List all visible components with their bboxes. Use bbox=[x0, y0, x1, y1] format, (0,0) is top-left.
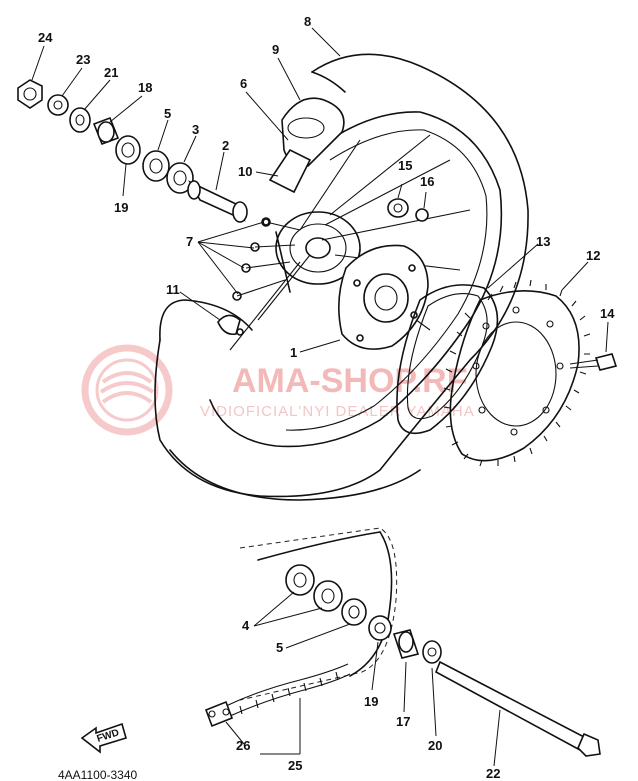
callout-1: 1 bbox=[290, 345, 297, 360]
plate-part-21 bbox=[69, 107, 91, 133]
spacer-part-18 bbox=[92, 116, 120, 146]
callout-10: 10 bbox=[238, 164, 252, 179]
callout-4: 4 bbox=[242, 618, 250, 633]
watermark-title: AMA-SHOP.RF bbox=[232, 362, 468, 400]
chain-joint-part-26 bbox=[204, 700, 234, 728]
sprocket-hub-part-1 bbox=[338, 244, 429, 350]
watermark-logo bbox=[81, 344, 173, 436]
callout-24: 24 bbox=[38, 30, 53, 45]
callouts: 24 23 21 18 5 3 2 19 6 9 8 10 7 11 1 15 … bbox=[38, 14, 615, 781]
watermark: AMA-SHOP.RF VIDIOFICIAL'NYI DEALER YAMAH… bbox=[81, 344, 475, 436]
bearing-part-5-lower bbox=[341, 598, 367, 626]
bearing-part-4a bbox=[285, 564, 315, 596]
fwd-arrow-icon: FWD bbox=[80, 722, 127, 754]
callout-6: 6 bbox=[240, 76, 247, 91]
watermark-subtitle: VIDIOFICIAL'NYI DEALER YAMAHA bbox=[200, 403, 475, 420]
collar-part-17 bbox=[392, 629, 420, 659]
callout-20: 20 bbox=[428, 738, 442, 753]
callout-9: 9 bbox=[272, 42, 279, 57]
callout-16: 16 bbox=[420, 174, 434, 189]
washer-part-23 bbox=[47, 94, 69, 116]
callout-19-lower: 19 bbox=[364, 694, 378, 709]
axle-part-22 bbox=[434, 660, 601, 757]
callout-15: 15 bbox=[398, 158, 412, 173]
leader-lines-upper bbox=[31, 27, 609, 353]
bearing-part-3 bbox=[166, 162, 194, 194]
bearing-part-4b bbox=[313, 580, 343, 612]
sprocket-bolt-part-14 bbox=[569, 353, 618, 371]
callout-7: 7 bbox=[186, 234, 193, 249]
callout-13: 13 bbox=[536, 234, 550, 249]
damper-ring-part-13 bbox=[396, 284, 499, 435]
spoke-nipples-part-7 bbox=[232, 217, 301, 301]
collar-part-15 bbox=[387, 198, 409, 218]
callout-14: 14 bbox=[600, 306, 615, 321]
callout-11: 11 bbox=[166, 282, 180, 297]
callout-25: 25 bbox=[288, 758, 302, 773]
callout-26: 26 bbox=[236, 738, 250, 753]
callout-3: 3 bbox=[192, 122, 199, 137]
spacer-part-2 bbox=[187, 180, 248, 223]
leader-lines-lower bbox=[225, 591, 501, 767]
drawing-code: 4AA1100-3340 bbox=[58, 768, 138, 781]
callout-18: 18 bbox=[138, 80, 152, 95]
tube-valve-part-10 bbox=[268, 148, 312, 194]
callout-12: 12 bbox=[586, 248, 600, 263]
callout-5-upper: 5 bbox=[164, 106, 171, 121]
bolt-part-16 bbox=[415, 208, 429, 222]
callout-17: 17 bbox=[396, 714, 410, 729]
sprocket-part-12 bbox=[443, 279, 591, 467]
callout-21: 21 bbox=[104, 65, 118, 80]
callout-19-upper: 19 bbox=[114, 200, 128, 215]
washer-part-20 bbox=[422, 640, 442, 664]
nut-part-24 bbox=[17, 79, 43, 109]
callout-8: 8 bbox=[304, 14, 311, 29]
bearing-part-5 bbox=[142, 150, 170, 182]
oil-seal-part-19-lower bbox=[368, 615, 392, 641]
callout-23: 23 bbox=[76, 52, 90, 67]
callout-2: 2 bbox=[222, 138, 229, 153]
callout-5-lower: 5 bbox=[276, 640, 283, 655]
callout-22: 22 bbox=[486, 766, 500, 781]
oil-seal-part-19 bbox=[115, 135, 141, 165]
air-valve-part-11 bbox=[217, 314, 244, 336]
chain-part-25 bbox=[225, 663, 351, 717]
